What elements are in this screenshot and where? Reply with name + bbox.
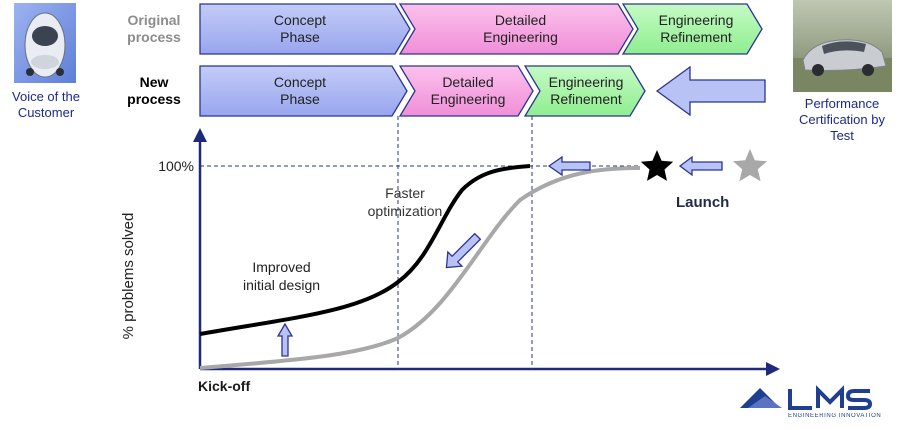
- new-concept-phase: [199, 65, 408, 117]
- improved-line2: initial design: [242, 277, 321, 293]
- new-phase-label-detailed: Detailed Engineering: [412, 74, 524, 108]
- y-tick-100-percent: 100%: [158, 158, 194, 174]
- y-axis-label: % problems solved: [120, 212, 137, 340]
- big-left-arrow-icon: [655, 65, 766, 117]
- orig-engineering-refinement: [621, 3, 763, 55]
- voice-caption-line2: Customer: [17, 105, 75, 120]
- car-front-model-icon: [14, 3, 76, 83]
- faster-diagonal-arrow-icon: [445, 232, 482, 269]
- lms-logo: [740, 385, 873, 410]
- lms-logo-tagline: ENGINEERING INNOVATION: [788, 413, 882, 419]
- voice-caption-line1: Voice of the: [12, 89, 80, 104]
- orig-concept-line1: Concept: [273, 12, 327, 28]
- new-concept-line2: Phase: [280, 91, 320, 107]
- new-detailed-line1: Detailed: [442, 74, 494, 90]
- orig-concept-phase: [199, 3, 411, 55]
- launch-label: Launch: [676, 194, 730, 211]
- new-refinement-line2: Refinement: [550, 91, 622, 107]
- new-process-label: New process: [114, 74, 194, 108]
- voice-of-customer-caption: Voice of the Customer: [0, 89, 92, 121]
- new-phase-label-refinement: Engineering Refinement: [534, 74, 638, 108]
- improved-design-annotation: Improved initial design: [224, 258, 339, 294]
- new-process-curve: [199, 164, 531, 336]
- faster-line2: optimization: [367, 203, 443, 219]
- orig-refinement-line2: Refinement: [660, 29, 732, 45]
- orig-label-line2: process: [127, 29, 181, 45]
- original-process-row: [199, 3, 763, 55]
- perf-caption-line3: Test: [830, 128, 854, 143]
- orig-concept-line2: Phase: [280, 29, 320, 45]
- orig-detailed-line2: Engineering: [483, 29, 558, 45]
- orig-phase-label-detailed: Detailed Engineering: [418, 12, 623, 46]
- perf-caption-line1: Performance: [804, 96, 880, 111]
- original-process-curve: [199, 166, 641, 370]
- faster-optimization-annotation: Faster optimization: [350, 184, 460, 220]
- orig-phase-label-concept: Concept Phase: [200, 12, 400, 46]
- new-engineering-refinement: [523, 65, 646, 117]
- new-process-row: [199, 65, 766, 117]
- improved-line1: Improved: [252, 259, 311, 275]
- faster-line1: Faster: [385, 185, 425, 201]
- chart-axes: [193, 128, 780, 376]
- silver-car-photo: [793, 0, 892, 92]
- chart-arrows: [276, 155, 723, 357]
- improvement-up-arrow-icon: [276, 322, 294, 357]
- new-label-line1: New: [139, 74, 169, 90]
- shift-left-arrow-icon-1: [547, 155, 591, 177]
- new-label-line2: process: [127, 91, 181, 107]
- new-concept-line1: Concept: [273, 74, 327, 90]
- kick-off-label: Kick-off: [198, 378, 251, 394]
- new-detailed-engineering: [398, 65, 534, 117]
- orig-refinement-line1: Engineering: [658, 12, 734, 28]
- new-detailed-line2: Engineering: [430, 91, 506, 107]
- new-launch-star-icon: [640, 150, 674, 181]
- performance-certification-caption: Performance Certification by Test: [783, 96, 901, 144]
- reference-lines: [200, 116, 640, 369]
- orig-phase-label-refinement: Engineering Refinement: [636, 12, 756, 46]
- orig-detailed-line1: Detailed: [494, 12, 547, 28]
- shift-left-arrow-icon-2: [678, 155, 723, 177]
- orig-detailed-engineering: [398, 3, 634, 55]
- perf-caption-line2: Certification by: [799, 112, 885, 127]
- original-launch-star-icon: [733, 149, 767, 182]
- orig-label-line1: Original: [127, 12, 181, 28]
- original-process-label: Original process: [114, 12, 194, 46]
- new-phase-label-concept: Concept Phase: [200, 74, 400, 108]
- new-refinement-line1: Engineering: [548, 74, 624, 90]
